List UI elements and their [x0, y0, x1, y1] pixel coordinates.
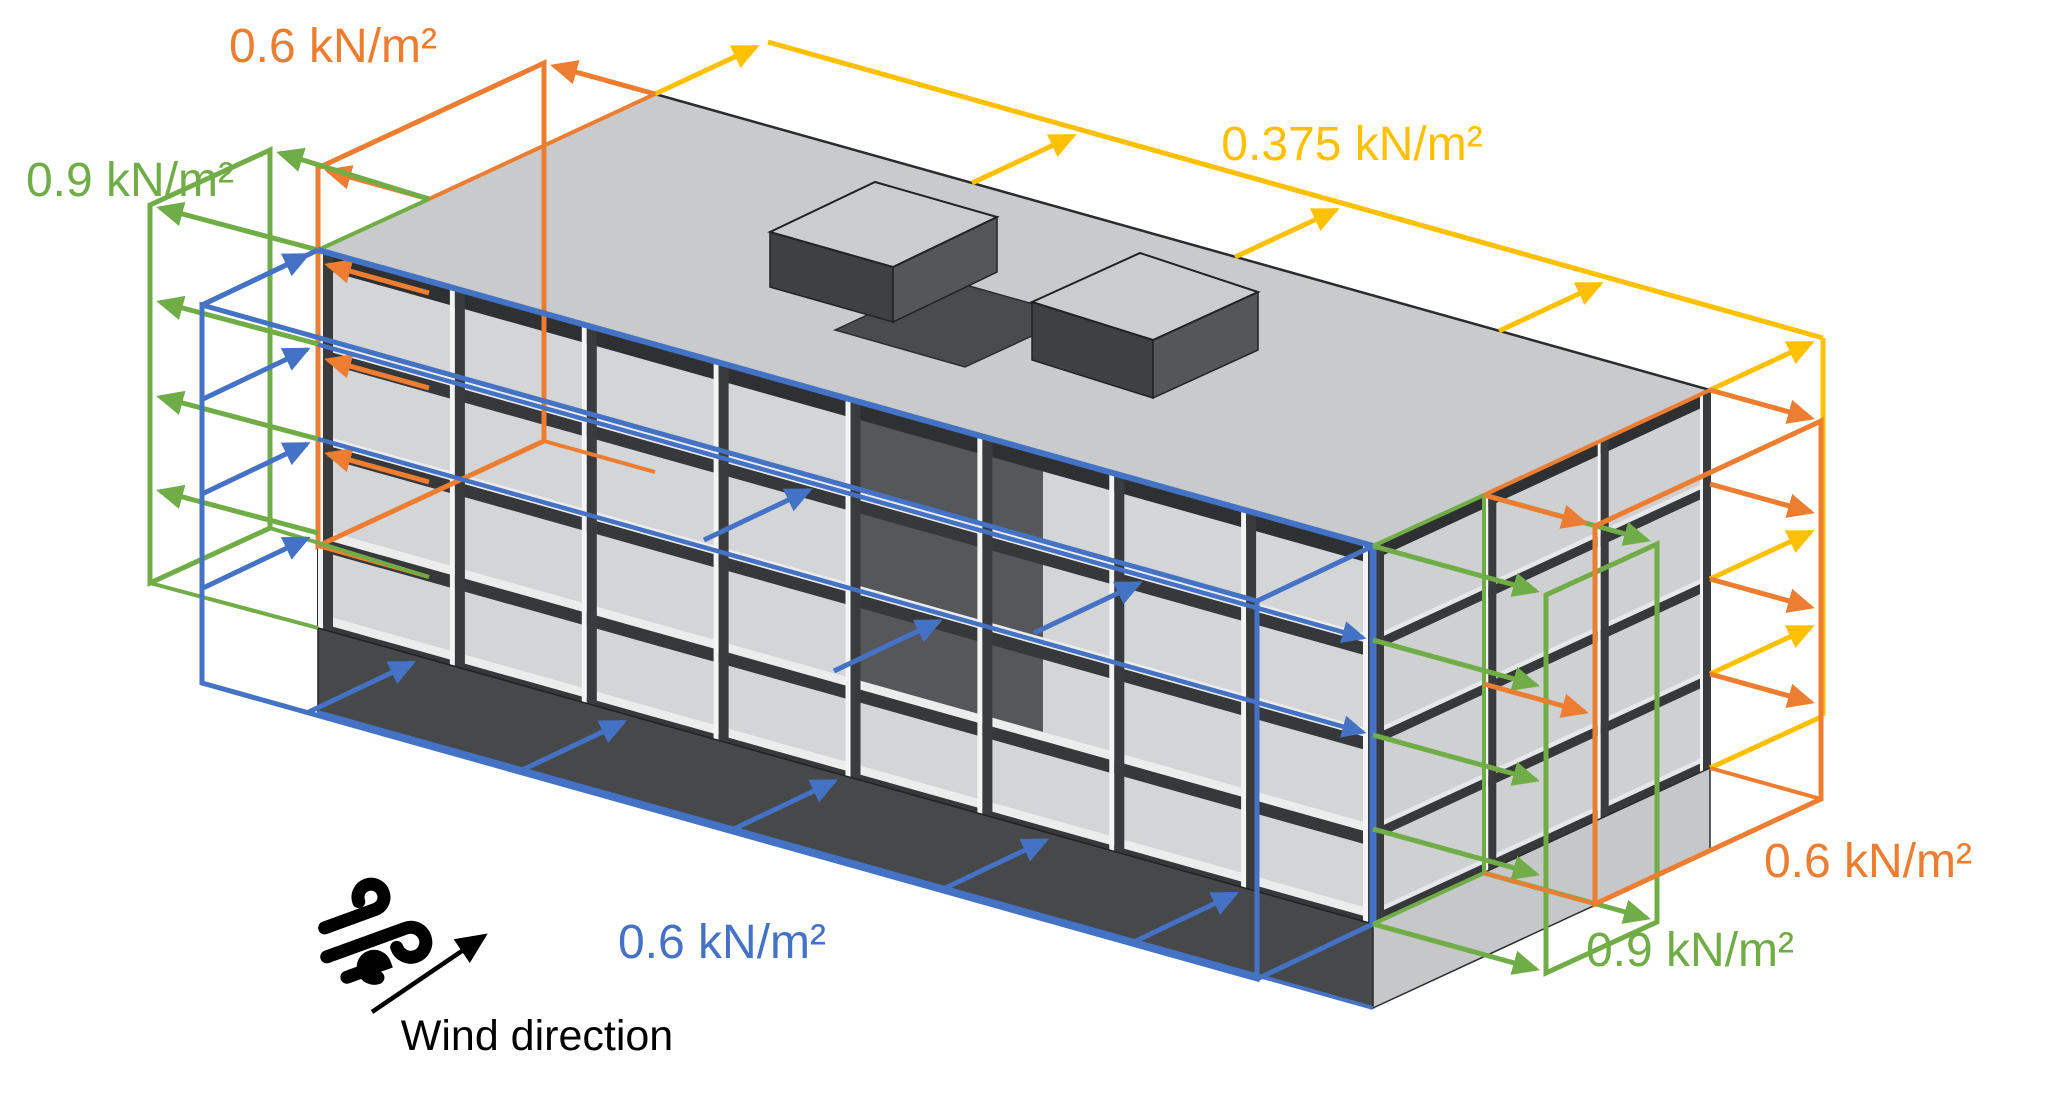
wind-annotation: Wind direction: [318, 877, 673, 1060]
load-label-left: 0.9 kN/m²: [26, 154, 234, 207]
load-label-right: 0.6 kN/m²: [1764, 835, 1972, 888]
building-model: [314, 92, 1714, 1010]
load-label-bottom-right: 0.9 kN/m²: [1586, 924, 1794, 977]
wind-direction-arrow: [370, 933, 488, 1014]
atrium-interior: [845, 414, 1043, 737]
wind-direction-label: Wind direction: [401, 1012, 673, 1060]
load-label-front: 0.6 kN/m²: [618, 916, 826, 969]
load-label-roof: 0.375 kN/m²: [1221, 118, 1482, 171]
load-labels: 0.6 kN/m² 0.9 kN/m² 0.375 kN/m² 0.6 kN/m…: [26, 20, 1972, 977]
wind-gust-icon: [318, 877, 433, 985]
rooftop-penthouse-right: [1029, 251, 1261, 400]
load-box-windward-front: [199, 247, 1377, 1010]
load-label-top-left: 0.6 kN/m²: [229, 20, 437, 73]
rooftop-penthouse-left: [767, 180, 1000, 324]
load-box-side-left-front: [147, 146, 430, 630]
load-box-side-right-rear: [1483, 387, 1824, 908]
